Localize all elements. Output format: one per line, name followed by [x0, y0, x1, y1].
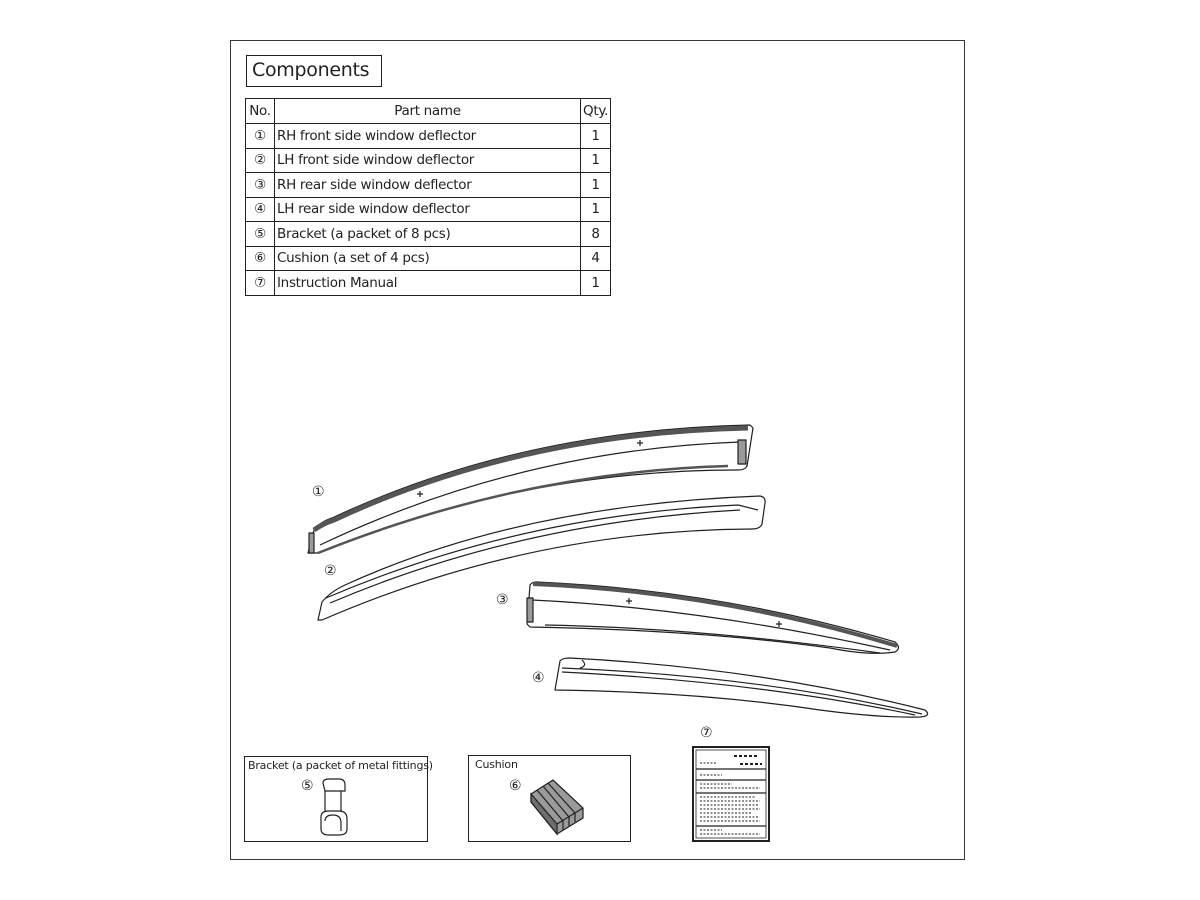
table-row: ⑦ Instruction Manual 1: [245, 270, 612, 296]
row-part-name: Bracket (a packet of 8 pcs): [274, 221, 581, 247]
table-row: ③ RH rear side window deflector 1: [245, 172, 612, 198]
row-qty: 1: [579, 270, 612, 296]
row-qty: 1: [579, 123, 612, 149]
callout-5: ⑤: [301, 778, 314, 794]
table-header-row: No. Part name Qty.: [245, 98, 612, 124]
rh-front-deflector-icon: [307, 424, 754, 555]
row-qty: 1: [579, 147, 612, 173]
document-frame: [230, 40, 965, 860]
section-title: Components: [246, 55, 382, 87]
bracket-box: Bracket (a packet of metal fittings) ⑤: [244, 756, 433, 842]
callout-7: ⑦: [700, 725, 713, 741]
table-row: ① RH front side window deflector 1: [245, 123, 612, 149]
callout-6: ⑥: [509, 778, 522, 794]
cushion-icon: [530, 779, 584, 836]
header-no: No.: [245, 98, 275, 124]
callout-2: ②: [324, 563, 337, 579]
row-part-name: RH rear side window deflector: [274, 172, 581, 198]
callout-3: ③: [496, 592, 509, 608]
row-qty: 1: [579, 196, 612, 222]
bracket-caption: Bracket (a packet of metal fittings): [248, 759, 433, 772]
row-qty: 8: [579, 221, 612, 247]
row-part-name: RH front side window deflector: [274, 123, 581, 149]
header-qty: Qty.: [579, 98, 612, 124]
cushion-box: Cushion ⑥: [468, 755, 631, 842]
lh-front-deflector-icon: [317, 495, 766, 621]
row-part-name: LH rear side window deflector: [274, 196, 581, 222]
row-no: ⑦: [245, 270, 275, 296]
bracket-icon: [320, 778, 348, 836]
table-row: ⑤ Bracket (a packet of 8 pcs) 8: [245, 221, 612, 247]
lh-rear-deflector-icon: [554, 657, 929, 718]
row-part-name: Instruction Manual: [274, 270, 581, 296]
components-table: No. Part name Qty. ① RH front side windo…: [245, 98, 612, 296]
row-qty: 1: [579, 172, 612, 198]
callout-4: ④: [532, 670, 545, 686]
rh-rear-deflector-icon: [526, 581, 900, 654]
row-no: ④: [245, 196, 275, 222]
callout-1: ①: [312, 484, 325, 500]
table-row: ⑥ Cushion (a set of 4 pcs) 4: [245, 245, 612, 271]
table-row: ④ LH rear side window deflector 1: [245, 196, 612, 222]
cushion-caption: Cushion: [475, 758, 518, 771]
instruction-manual-icon: [692, 746, 770, 842]
header-part-name: Part name: [274, 98, 581, 124]
